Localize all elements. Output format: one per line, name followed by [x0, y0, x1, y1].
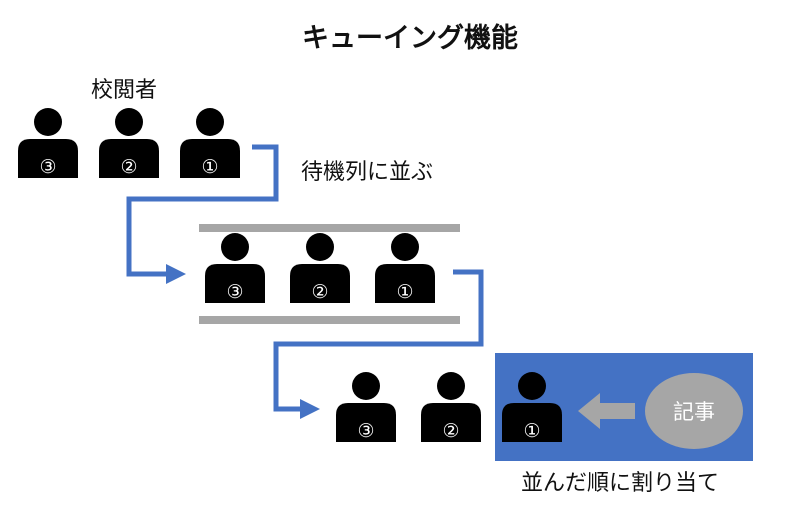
reviewers-label: 校閲者	[91, 78, 157, 103]
flow-arrow-to-queue	[126, 144, 279, 284]
order-number: ②	[311, 281, 328, 303]
order-number: ③	[39, 156, 56, 178]
queue-label: 待機列に並ぶ	[301, 160, 433, 185]
article-arrow	[578, 393, 635, 429]
order-number: ③	[226, 281, 243, 303]
flow-arrow-to-assign	[273, 269, 484, 419]
queue-bar-top	[199, 224, 460, 232]
queue-row: ③ ② ①	[205, 233, 435, 303]
assign-label: 並んだ順に割り当て	[521, 471, 719, 496]
diagram-title: キューイング機能	[302, 22, 518, 54]
order-number: ①	[523, 420, 540, 442]
order-number: ②	[442, 420, 459, 442]
order-number: ③	[357, 420, 374, 442]
article-label: 記事	[673, 400, 715, 424]
order-number: ②	[120, 156, 137, 178]
order-number: ①	[396, 281, 413, 303]
reviewer-row: ③ ② ①	[18, 108, 240, 178]
queue-bar-bottom	[199, 316, 460, 324]
assigned-row: ③ ② ①	[336, 372, 562, 442]
article-circle	[645, 373, 743, 449]
order-number: ①	[201, 156, 218, 178]
